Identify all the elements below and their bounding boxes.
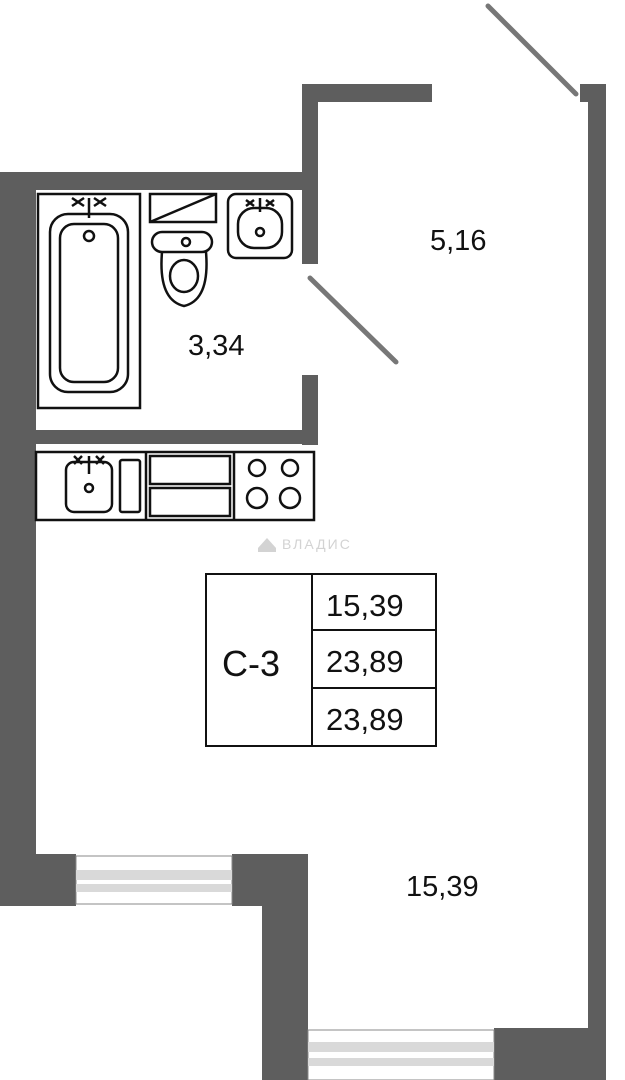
window-left: [75, 855, 233, 905]
wall-bottom-left: [0, 854, 76, 906]
walls: [0, 84, 606, 1080]
wall-inner-lower: [262, 854, 308, 1080]
washbasin-icon: [226, 192, 294, 260]
watermark-text: ВЛАДИС: [282, 536, 352, 552]
wall-left: [0, 172, 36, 854]
wall-hall-top: [302, 84, 432, 102]
bathtub-icon: [36, 192, 142, 410]
kitchen-counter: [34, 450, 316, 522]
bathroom-door: [307, 275, 399, 365]
apartment-code: С-3: [222, 643, 280, 684]
hall-area-label: 5,16: [430, 225, 486, 257]
doors: [307, 3, 579, 365]
stove-icon: [245, 458, 302, 510]
wall-right: [588, 84, 606, 1044]
summary-table: [205, 573, 437, 747]
toilet-icon: [148, 192, 218, 308]
watermark: ВЛАДИС: [258, 536, 352, 552]
kitchen-sink-icon: [64, 455, 142, 514]
summary-value-2: 23,89: [326, 644, 404, 679]
entry-door: [485, 3, 579, 97]
wall-hall-bath-lower: [302, 375, 318, 445]
summary-value-1: 15,39: [326, 588, 404, 623]
house-icon: [258, 538, 276, 552]
wall-bath-bottom: [0, 430, 318, 444]
living-area-label: 15,39: [406, 871, 479, 903]
summary-value-3: 23,89: [326, 702, 404, 737]
window-bottom: [307, 1029, 495, 1080]
wall-bottom-right: [494, 1028, 606, 1080]
wall-bath-top: [0, 172, 318, 190]
bathroom-area-label: 3,34: [188, 330, 244, 362]
